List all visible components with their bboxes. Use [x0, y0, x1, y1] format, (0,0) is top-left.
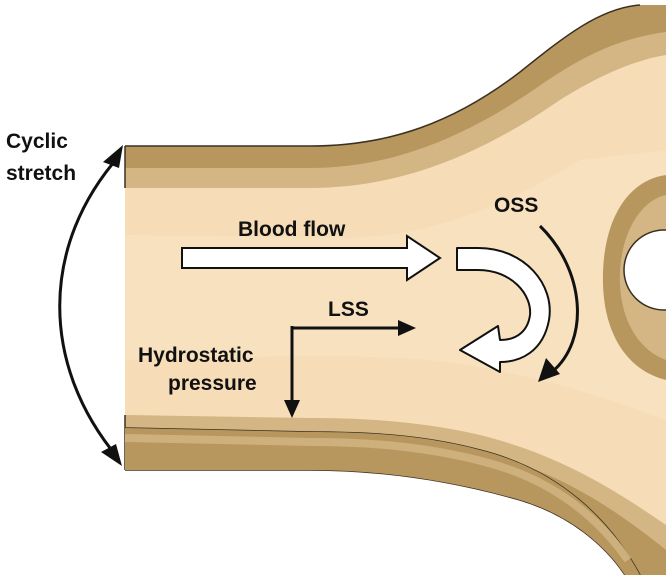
blood-flow-arrow [181, 234, 442, 282]
vessel-bottom-wall-fill [125, 428, 640, 575]
oss-arrow [538, 224, 579, 374]
label-blood-flow: Blood flow [238, 218, 346, 241]
cyclic-stretch-arrowhead-bottom [101, 444, 122, 466]
vessel-bottom-inner-band [124, 434, 632, 563]
lss-arrowhead [398, 320, 416, 336]
label-hydrostatic-line2: pressure [168, 372, 257, 395]
cyclic-stretch-arrowhead-top [103, 145, 123, 168]
hydrostatic-arrowhead [284, 400, 300, 418]
cyclic-stretch-arrow [58, 154, 122, 459]
label-lss: LSS [328, 298, 369, 321]
label-hydrostatic-line1: Hydrostatic [138, 344, 254, 367]
label-cyclic-stretch-line2: stretch [6, 162, 76, 185]
recirculation-arrow [456, 247, 551, 373]
label-cyclic-stretch-line1: Cyclic [6, 130, 68, 153]
branch-ostium-hole [623, 229, 666, 311]
vessel-top-outline [125, 4, 641, 147]
oss-arrowhead [538, 358, 560, 382]
label-oss: OSS [494, 194, 538, 217]
